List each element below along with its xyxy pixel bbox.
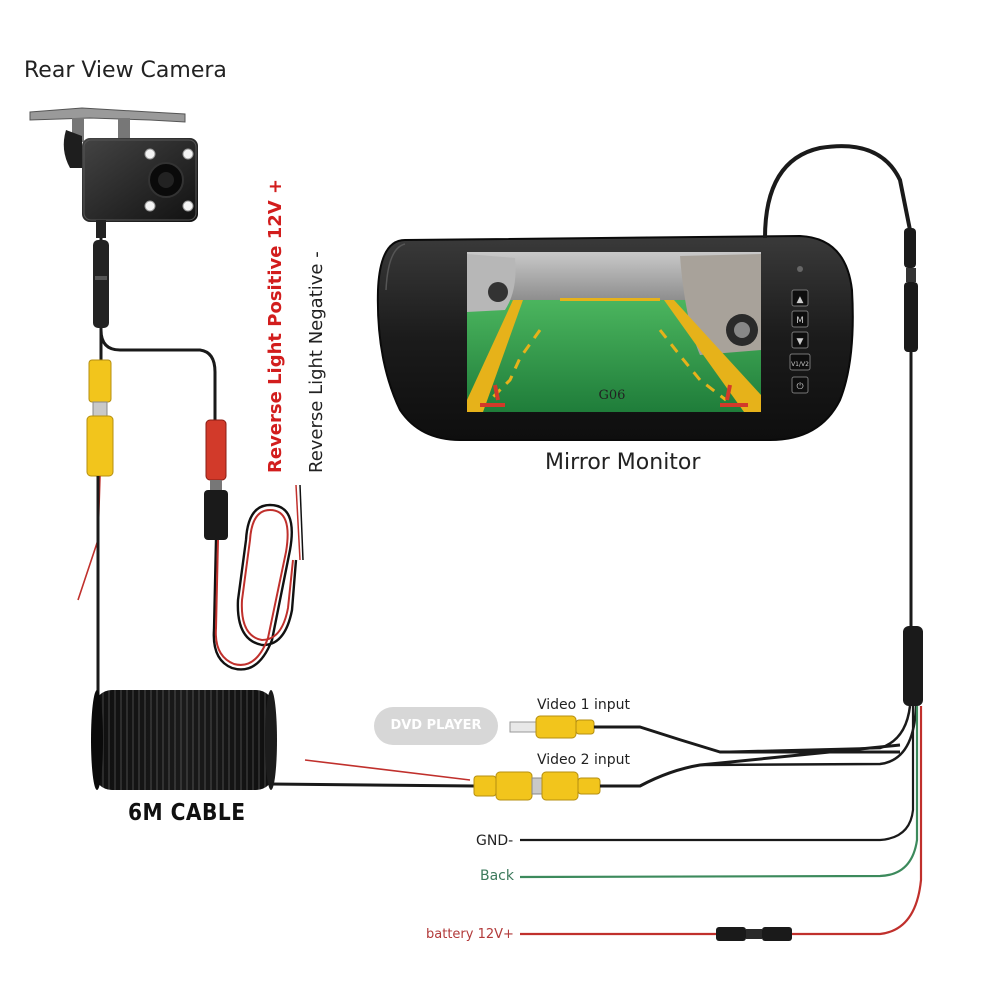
v1-v2-button[interactable]	[789, 353, 811, 371]
cable-coil	[91, 690, 277, 790]
dvd-player-badge: DVD PLAYER	[374, 707, 498, 745]
video1-rca	[509, 715, 595, 739]
svg-text:▼: ▼	[797, 337, 804, 347]
rear-view-camera-title: Rear View Camera	[24, 58, 227, 83]
mirror-monitor: G06 ▲ M ▼ V1/V2 ⏻	[376, 234, 854, 441]
menu-button[interactable]	[791, 310, 809, 328]
gnd-label: GND-	[476, 833, 514, 849]
back-label: Back	[480, 868, 514, 884]
mirror-monitor-title: Mirror Monitor	[545, 450, 701, 475]
breakout-connector	[903, 626, 923, 706]
up-button[interactable]	[791, 289, 809, 307]
power-button[interactable]	[791, 376, 809, 394]
reverse-positive-label: Reverse Light Positive 12V +	[265, 178, 286, 473]
camera-rca-yellow	[86, 359, 114, 477]
reverse-negative-label: Reverse Light Negative -	[306, 251, 327, 473]
svg-text:M: M	[796, 316, 804, 326]
reverse-light-wire	[212, 484, 304, 671]
battery-label: battery 12V+	[426, 927, 514, 942]
gnd-wire	[520, 706, 915, 842]
camera-power-plug	[204, 419, 228, 540]
camera-cable-sleeve	[93, 240, 109, 328]
svg-text:⏻: ⏻	[796, 381, 803, 392]
battery-wire	[790, 706, 923, 936]
parking-spot-label: G06	[599, 388, 626, 403]
fuse-holder	[716, 927, 792, 941]
monitor-screen: G06	[467, 252, 761, 412]
video2-label: Video 2 input	[537, 752, 631, 768]
svg-text:▲: ▲	[797, 295, 804, 305]
rear-view-camera	[29, 107, 198, 238]
video1-label: Video 1 input	[537, 697, 631, 713]
back-wire	[519, 706, 919, 879]
video2-rca	[473, 771, 601, 801]
down-button[interactable]	[791, 331, 809, 349]
cable-length-label: 6M CABLE	[128, 800, 246, 826]
svg-text:V1/V2: V1/V2	[791, 361, 809, 368]
